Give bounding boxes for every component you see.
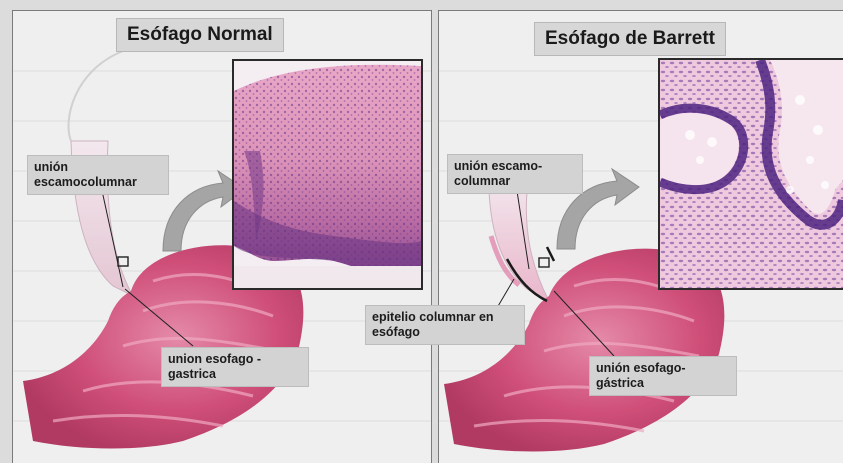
barrett-esophagus-panel: Esófago de Barrett xyxy=(438,10,843,463)
intestinal-metaplasia-image xyxy=(660,60,843,288)
columnar-histology-inset xyxy=(658,58,843,290)
squamous-histology-inset xyxy=(232,59,423,290)
gastroesophageal-junction-label: union esofago - gastrica xyxy=(161,347,309,387)
squamocolumnar-junction-label: unión escamo- columnar xyxy=(447,154,583,194)
columnar-epithelium-label: epitelio columnar en esófago xyxy=(365,305,525,345)
panel-title: Esófago de Barrett xyxy=(534,22,726,56)
panel-title: Esófago Normal xyxy=(116,18,284,52)
gastroesophageal-junction-label: unión esofago- gástrica xyxy=(589,356,737,396)
squamocolumnar-junction-label: unión escamocolumnar xyxy=(27,155,169,195)
normal-esophagus-panel: Esófago Normal xyxy=(12,10,432,463)
squamous-epithelium-image xyxy=(234,61,421,288)
magnified-region-marker xyxy=(539,258,549,267)
